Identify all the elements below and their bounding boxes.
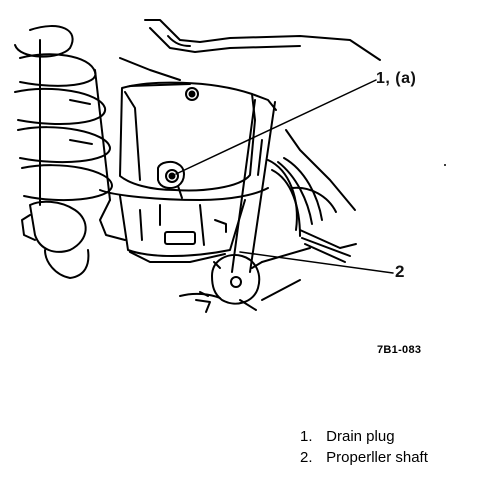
legend-label: Drain plug xyxy=(326,428,395,445)
legend-label: Properller shaft xyxy=(326,449,428,466)
propeller-shaft xyxy=(231,99,276,273)
leader-line-drain-plug xyxy=(175,79,377,175)
leader-lines xyxy=(175,79,394,274)
legend-number: 2. xyxy=(300,449,313,466)
coil-spring xyxy=(14,25,113,279)
legend-item: 1. Drain plug xyxy=(300,426,428,447)
floor-lines xyxy=(179,279,301,301)
leader-line-propeller-shaft xyxy=(239,251,394,274)
universal-joint xyxy=(195,254,263,313)
transfer-case xyxy=(99,81,277,263)
frame-member xyxy=(119,19,381,81)
speck xyxy=(444,164,446,166)
callout-drain-plug: 1, (a) xyxy=(376,70,417,87)
wiring-harness xyxy=(261,129,357,263)
callout-propeller-shaft: 2 xyxy=(395,262,405,281)
legend-item: 2. Properller shaft xyxy=(300,447,428,468)
legend: 1. Drain plug 2. Properller shaft xyxy=(300,426,428,468)
legend-number: 1. xyxy=(300,428,313,445)
drain-plug xyxy=(157,160,185,199)
figure-code: 7B1-083 xyxy=(377,344,422,356)
